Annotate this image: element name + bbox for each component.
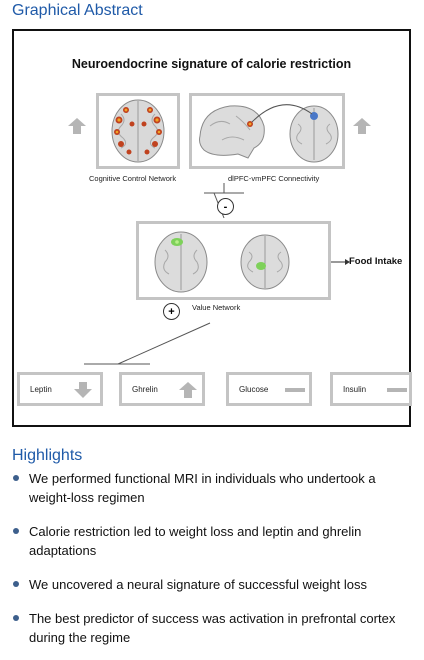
highlights-list: We performed functional MRI in individua… <box>12 469 417 647</box>
minus-operator: - <box>217 198 234 215</box>
biomarker-insulin: Insulin <box>330 372 412 406</box>
connectivity-brain-images <box>199 104 339 163</box>
connector-lines <box>84 183 350 365</box>
biomarker-label: Glucose <box>239 384 269 394</box>
bullet-icon <box>13 528 19 534</box>
biomarker-glucose: Glucose <box>226 372 312 406</box>
biomarker-label: Ghrelin <box>132 384 158 394</box>
highlight-text: We performed functional MRI in individua… <box>29 471 376 505</box>
minus-operator-symbol: - <box>223 200 228 213</box>
highlight-text: We uncovered a neural signature of succe… <box>29 577 367 592</box>
axial-brain-activation-image <box>111 99 165 163</box>
highlights-heading: Highlights <box>12 447 83 464</box>
graphical-abstract-figure: Neuroendocrine signature of calorie rest… <box>12 29 412 427</box>
biomarker-leptin: Leptin <box>17 372 103 406</box>
highlight-item: The best predictor of success was activa… <box>12 609 417 647</box>
highlight-item: We performed functional MRI in individua… <box>12 469 417 507</box>
bullet-icon <box>13 475 19 481</box>
cognitive-control-label: Cognitive Control Network <box>89 174 177 183</box>
no-change-dash-icon <box>285 388 305 392</box>
value-network-brain-images <box>154 231 290 293</box>
figure-title: Neuroendocrine signature of calorie rest… <box>71 57 352 71</box>
value-network-label: Value Network <box>192 303 241 312</box>
connectivity-panel <box>189 93 345 169</box>
bullet-icon <box>13 581 19 587</box>
biomarker-ghrelin: Ghrelin <box>119 372 205 406</box>
highlight-item: We uncovered a neural signature of succe… <box>12 575 417 594</box>
cognitive-control-up-arrow-icon <box>68 118 86 134</box>
plus-operator: + <box>163 303 180 320</box>
up-arrow-icon <box>179 382 197 398</box>
highlight-text: The best predictor of success was activa… <box>29 611 396 645</box>
highlight-text: Calorie restriction led to weight loss a… <box>29 524 362 558</box>
bullet-icon <box>13 615 19 621</box>
cognitive-control-panel <box>96 93 180 169</box>
no-change-dash-icon <box>387 388 407 392</box>
plus-operator-symbol: + <box>168 305 175 318</box>
food-intake-label: Food Intake <box>349 256 403 267</box>
down-arrow-icon <box>74 382 92 398</box>
highlight-item: Calorie restriction led to weight loss a… <box>12 522 417 560</box>
value-network-panel <box>136 221 331 300</box>
biomarker-label: Insulin <box>343 384 367 394</box>
connectivity-up-arrow-icon <box>353 118 371 134</box>
connectivity-label: dlPFC-vmPFC Connectivity <box>228 174 320 183</box>
graphical-abstract-heading: Graphical Abstract <box>12 2 143 19</box>
biomarker-label: Leptin <box>30 384 52 394</box>
